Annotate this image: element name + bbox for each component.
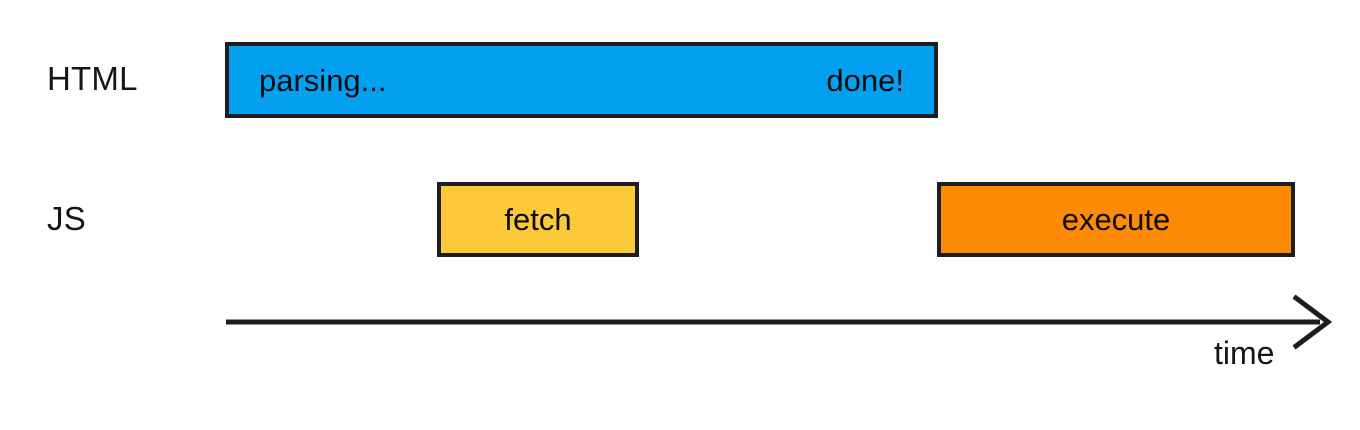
time-axis-arrow-icon xyxy=(226,294,1333,350)
row-label-js: JS xyxy=(47,200,86,237)
row-label-html: HTML xyxy=(47,60,138,97)
timeline-bar-js-execute: execute xyxy=(937,182,1295,257)
timeline-bar-html-parsing: parsing... done! xyxy=(225,42,938,118)
bar-label-parsing: parsing... xyxy=(259,62,387,98)
time-axis-label: time xyxy=(1214,335,1275,371)
bar-label-done: done! xyxy=(826,62,904,98)
bar-label-fetch: fetch xyxy=(504,202,572,237)
bar-label-execute: execute xyxy=(1061,202,1171,237)
timeline-bar-js-fetch: fetch xyxy=(437,182,639,257)
